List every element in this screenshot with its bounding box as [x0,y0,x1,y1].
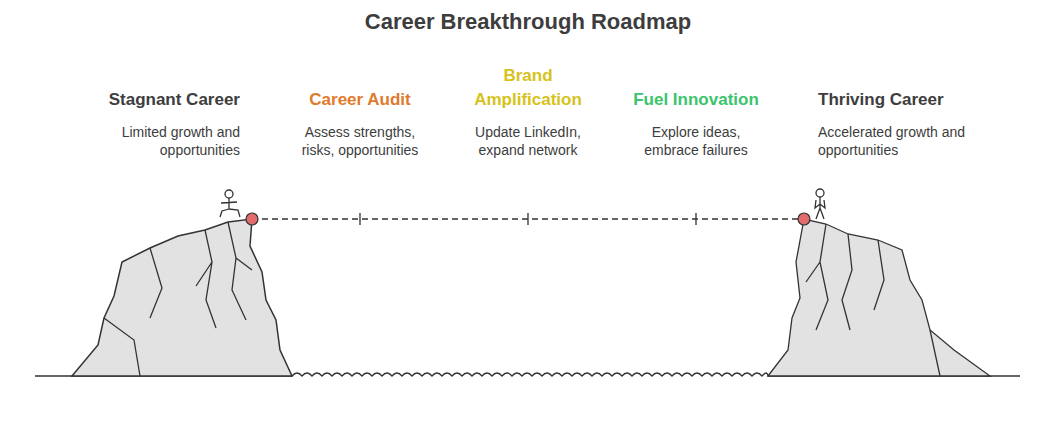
water-waves [292,373,768,376]
stick-figure-sitting [220,190,240,217]
stage-heading: Fuel Innovation [606,88,786,112]
left-cliff [72,219,292,376]
end-dot [798,213,810,225]
stage-description: Assess strengths, risks, opportunities [293,123,427,159]
dashed-path [252,213,804,225]
right-cliff [768,219,990,376]
stage-description: Explore ideas, embrace failures [633,123,759,159]
stage-description: Accelerated growth and opportunities [818,123,990,159]
diagram-title: Career Breakthrough Roadmap [365,9,691,35]
stick-figure-standing [815,189,825,219]
stage-description: Limited growth and opportunities [90,123,240,159]
stage-heading: Stagnant Career [50,88,240,112]
stage-heading: Brand Amplification [462,64,594,112]
stage-description: Update LinkedIn, expand network [465,123,591,159]
stage-heading: Thriving Career [818,88,1008,112]
start-dot [246,213,258,225]
stage-heading: Career Audit [270,88,450,112]
